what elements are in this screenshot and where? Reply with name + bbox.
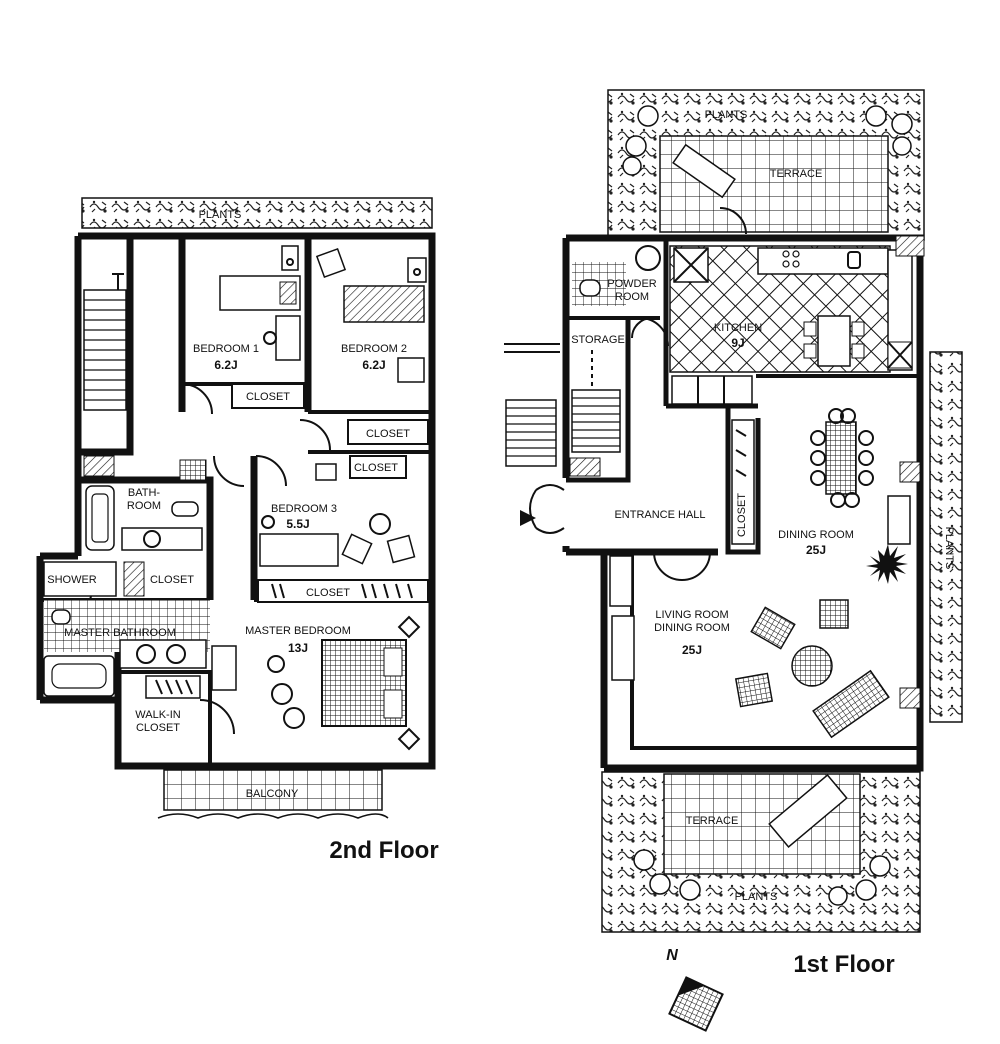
closet-label: CLOSET: [150, 574, 194, 586]
terrace-top: [659, 135, 889, 233]
bed-icon: [259, 533, 339, 567]
plants-label: PLANTS: [735, 891, 778, 903]
dining-table: [825, 421, 857, 495]
bathtub-icon: [43, 655, 115, 697]
balcony-label: BALCONY: [246, 788, 299, 800]
master-bedroom-label: MASTER BEDROOM: [245, 625, 351, 637]
planter-2f: [81, 197, 433, 229]
kitchen-label: KITCHEN: [714, 322, 762, 334]
terrace-label: TERRACE: [686, 815, 739, 827]
storage-label: STORAGE: [571, 334, 625, 346]
closet-label: CLOSET: [246, 391, 290, 403]
closet-label: CLOSET: [354, 462, 398, 474]
shower-label: SHOWER: [47, 574, 97, 586]
plants-label: PLANTS: [943, 527, 955, 570]
plants-label: PLANTS: [199, 209, 242, 221]
dining-room-label: DINING ROOM: [778, 529, 854, 541]
plant-icon: [866, 544, 908, 584]
bedroom3-label: BEDROOM 3: [271, 503, 337, 515]
plants-label: PLANTS: [705, 109, 748, 121]
second-floor-plan: PLANTS BEDROOM 1 6.2J BEDROOM 2 6.2J CLO…: [36, 197, 439, 864]
dining-room-size: 25J: [806, 543, 826, 557]
bedroom2-size: 6.2J: [362, 358, 385, 372]
closet-bedroom2-a: [347, 419, 429, 445]
entrance-arrow-icon: [520, 510, 536, 526]
entrance-hall-label: ENTRANCE HALL: [614, 509, 705, 521]
bathroom-label: BATH-ROOM: [127, 487, 161, 512]
coffee-table: [791, 645, 833, 687]
terrace-label: TERRACE: [770, 168, 823, 180]
north-label: N: [666, 947, 678, 964]
master-bathroom-label: MASTER BATHROOM: [64, 627, 176, 639]
kitchen-size: 9J: [731, 336, 744, 350]
second-floor-title: 2nd Floor: [329, 837, 438, 864]
bedroom1-size: 6.2J: [214, 358, 237, 372]
staircase-2f: [83, 273, 127, 411]
labels-2f: PLANTS BEDROOM 1 6.2J BEDROOM 2 6.2J CLO…: [47, 209, 438, 864]
balcony-2f: [163, 769, 383, 811]
kitchen-island: [817, 315, 851, 367]
bed-icon: [343, 285, 425, 323]
closet-bedroom2-b: [349, 455, 407, 479]
closet-label: CLOSET: [736, 493, 748, 537]
sofa-icon: [812, 669, 890, 739]
bedroom1-label: BEDROOM 1: [193, 343, 259, 355]
living-room-size: 25J: [682, 643, 702, 657]
bathtub-icon: [85, 485, 115, 551]
staircase-1f: [504, 343, 621, 467]
closet-bedroom1: [231, 383, 305, 409]
master-bedroom-size: 13J: [288, 641, 308, 655]
closet-label: CLOSET: [306, 587, 350, 599]
closet-bedroom3: [257, 579, 429, 603]
bedroom3-size: 5.5J: [286, 517, 309, 531]
north-compass: N: [666, 947, 724, 1032]
planter-right: [929, 351, 963, 723]
closet-label: CLOSET: [366, 428, 410, 440]
bedroom2-label: BEDROOM 2: [341, 343, 407, 355]
desk-icon: [275, 315, 301, 361]
exterior-wall-2f: [36, 232, 436, 770]
first-floor-title: 1st Floor: [793, 951, 894, 978]
